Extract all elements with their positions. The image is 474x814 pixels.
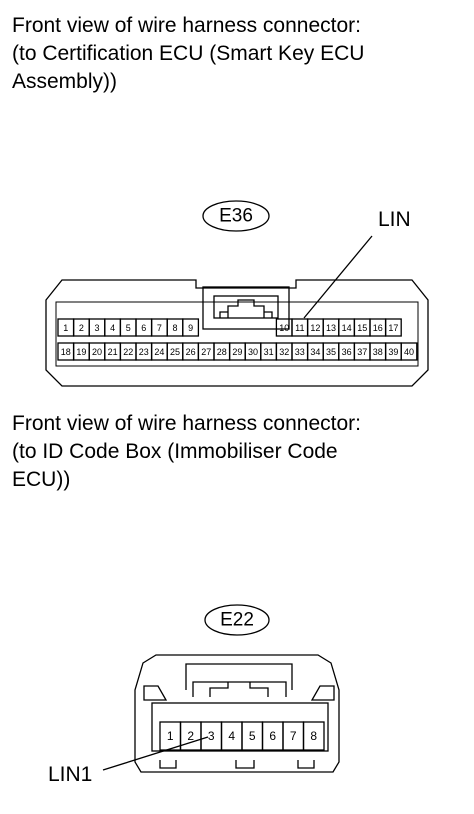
pin-number: 38: [373, 347, 383, 357]
pin-number: 16: [373, 323, 383, 333]
pin-number: 4: [110, 323, 115, 333]
pin-number: 3: [208, 729, 215, 743]
pin-number: 6: [269, 729, 276, 743]
connector-housing: [134, 654, 340, 773]
lock-tab: [202, 286, 290, 330]
pin-number: 8: [172, 323, 177, 333]
lin-pointer-line: [303, 235, 373, 319]
pin-number: 8: [310, 729, 317, 743]
pin-number: 36: [342, 347, 352, 357]
pin-number: 1: [63, 323, 68, 333]
caption-line: Assembly)): [12, 70, 118, 93]
left-arm: [143, 685, 168, 701]
pin-number: 10: [279, 323, 289, 333]
pin-number: 24: [154, 347, 164, 357]
pin-number: 7: [290, 729, 297, 743]
pin-number: 15: [357, 323, 367, 333]
pin-number: 7: [157, 323, 162, 333]
pin-number: 2: [79, 323, 84, 333]
pin-number: 14: [342, 323, 352, 333]
pin-number: 25: [170, 347, 180, 357]
pin-number: 31: [264, 347, 274, 357]
lin1-pointer-line: [102, 736, 209, 771]
bottom-keys: [159, 760, 315, 769]
pin-number: 21: [108, 347, 118, 357]
pin-number: 20: [92, 347, 102, 357]
pin-cell: [400, 342, 418, 361]
pin-number: 30: [248, 347, 258, 357]
pin-number: 12: [310, 323, 320, 333]
caption-line: (to ID Code Box (Immobiliser Code: [12, 440, 338, 463]
pin-number: 29: [232, 347, 242, 357]
connector-id-e36: E36: [219, 206, 253, 227]
lin-label: LIN: [378, 208, 411, 231]
caption-line: ECU)): [12, 468, 71, 491]
right-arm: [310, 685, 335, 701]
pin-number: 13: [326, 323, 336, 333]
pin-number: 1: [167, 729, 174, 743]
caption-certification-ecu: Front view of wire harness connector: (t…: [12, 12, 364, 96]
connector-id-e22: E22: [220, 610, 254, 631]
pin-number: 40: [404, 347, 414, 357]
pin-cell: [182, 318, 200, 337]
caption-line: Front view of wire harness connector:: [12, 14, 361, 37]
caption-line: Front view of wire harness connector:: [12, 412, 361, 435]
caption-id-code-box: Front view of wire harness connector: (t…: [12, 410, 361, 494]
latch-inner: [192, 681, 287, 697]
pin-number: 11: [295, 323, 304, 333]
pin-number: 4: [228, 729, 235, 743]
pin-cell: [384, 318, 402, 337]
pin-number: 9: [188, 323, 193, 333]
pin-number: 26: [186, 347, 196, 357]
pin-number: 35: [326, 347, 336, 357]
pin-number: 27: [201, 347, 211, 357]
pin-number: 33: [295, 347, 305, 357]
pin-number: 22: [123, 347, 133, 357]
connector-body: [55, 301, 419, 367]
connector-id-oval: [202, 200, 270, 232]
pin-number: 5: [249, 729, 256, 743]
pin-number: 6: [141, 323, 146, 333]
latch: [185, 663, 293, 690]
pin-number: 3: [94, 323, 99, 333]
pin-cell: [302, 721, 325, 751]
pin-number: 2: [187, 729, 194, 743]
pin-number: 18: [61, 347, 71, 357]
pin-number: 17: [388, 323, 398, 333]
pin-number: 5: [126, 323, 131, 333]
lin1-label: LIN1: [48, 763, 92, 786]
connector-body: [151, 702, 329, 752]
pin-number: 37: [357, 347, 367, 357]
caption-line: (to Certification ECU (Smart Key ECU: [12, 42, 365, 65]
connector-housing: [45, 279, 429, 387]
pin-number: 28: [217, 347, 227, 357]
pin-number: 19: [76, 347, 86, 357]
pin-number: 23: [139, 347, 149, 357]
connector-id-oval: [204, 604, 270, 636]
pin-number: 34: [310, 347, 320, 357]
pin-number: 39: [388, 347, 398, 357]
pin-number: 32: [279, 347, 289, 357]
